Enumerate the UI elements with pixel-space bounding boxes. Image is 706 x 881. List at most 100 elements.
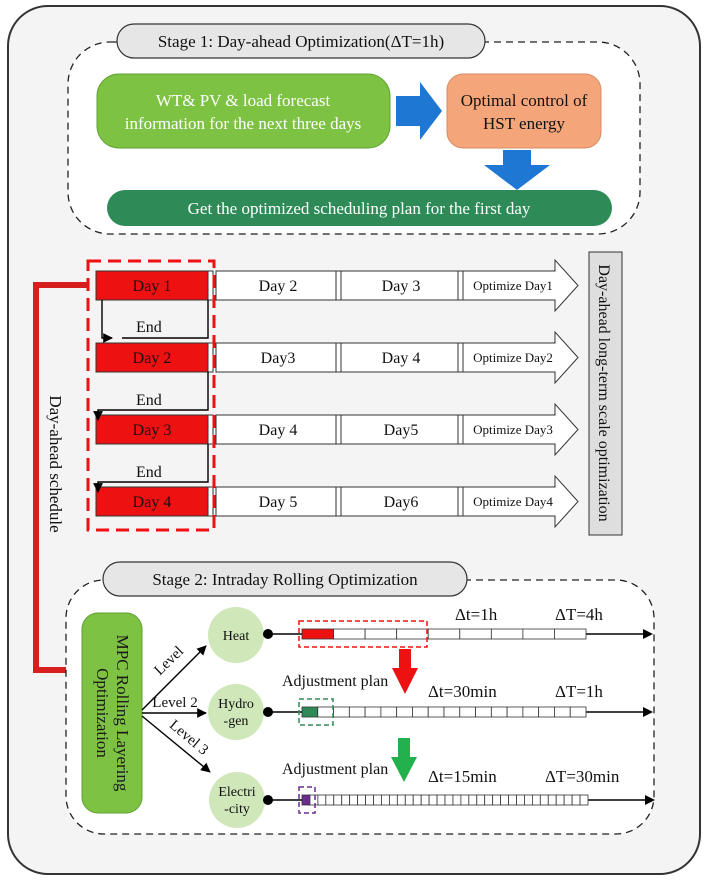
time-slot <box>522 706 540 718</box>
day-cell <box>339 342 463 373</box>
first-day-cell <box>95 342 209 373</box>
time-slot <box>317 706 334 718</box>
day-cell-label: Day 2 <box>259 278 298 295</box>
time-slot <box>531 794 541 806</box>
long-term-label-box <box>588 251 623 536</box>
mpc-line1: MPC Rolling Layering <box>113 635 132 792</box>
cell-separator <box>335 270 342 301</box>
time-slot <box>380 706 398 718</box>
level2-big-dt: ΔT=1h <box>555 682 603 701</box>
time-slot <box>522 628 555 640</box>
time-slot <box>459 628 492 640</box>
time-slot <box>468 794 478 806</box>
hydrogen-node <box>208 684 264 740</box>
end-label-2: End <box>136 392 162 409</box>
end-connectors <box>93 300 209 493</box>
red-down-arrow <box>392 649 418 694</box>
day-cell-label: Day 5 <box>259 494 298 511</box>
electricity-node-line2: -city <box>224 802 250 817</box>
time-slot <box>301 794 311 806</box>
time-slot <box>404 794 414 806</box>
current-window-box <box>298 698 334 726</box>
time-slot <box>460 794 470 806</box>
time-slot <box>373 794 382 806</box>
time-slot <box>396 794 406 806</box>
day-cell-label: Day 4 <box>133 494 172 511</box>
time-slot <box>325 794 335 806</box>
time-slot <box>475 706 492 718</box>
level3-small-dt: Δt=15min <box>428 767 497 786</box>
current-window-box <box>298 620 428 648</box>
optimize-arrow <box>462 402 579 457</box>
long-term-label: Day-ahead long-term scale optimization <box>595 264 612 521</box>
time-slot <box>452 794 462 806</box>
day-cell-label: Day 3 <box>382 278 421 295</box>
timeline-origin <box>263 707 273 717</box>
control-line2: HST energy <box>483 114 566 133</box>
cell-separator <box>457 486 464 517</box>
first-day-cell <box>95 270 209 301</box>
time-slot <box>547 794 557 806</box>
blue-down-arrow <box>484 150 550 190</box>
cell-separator <box>457 342 464 373</box>
cell-separator <box>335 486 342 517</box>
level3-big-dt: ΔT=30min <box>545 767 620 786</box>
day-cell-label: Day3 <box>261 350 296 367</box>
cell-separator <box>335 414 342 445</box>
time-slot <box>427 706 445 718</box>
time-slot <box>569 706 587 718</box>
time-slot <box>333 794 343 806</box>
timelines <box>263 620 655 814</box>
stage2-title-pill <box>102 561 468 597</box>
time-slot <box>579 794 589 806</box>
timeline-arrowhead <box>643 707 653 717</box>
green-down-arrow <box>391 738 417 782</box>
current-window-box <box>298 786 316 814</box>
time-slot <box>364 628 398 640</box>
forecast-line2: information for the next three days <box>125 114 362 133</box>
time-slot <box>563 794 573 806</box>
time-slot <box>364 706 382 718</box>
level1-big-dt: ΔT=4h <box>555 605 603 624</box>
time-slot <box>301 628 334 640</box>
day-ahead-schedule-arrow <box>33 282 88 673</box>
time-slot <box>554 706 571 718</box>
day-cell-label: Day 2 <box>133 350 172 367</box>
time-slot <box>301 706 319 718</box>
day-cell-label: Day6 <box>384 494 419 511</box>
time-slot <box>428 794 438 806</box>
day-cell <box>339 270 463 301</box>
time-slot <box>396 706 413 718</box>
optimize-arrow <box>462 330 579 385</box>
time-slot <box>508 794 517 806</box>
time-slot <box>524 794 533 806</box>
time-slot <box>443 706 461 718</box>
heat-node <box>208 607 264 663</box>
time-slot <box>349 794 359 806</box>
cell-separator <box>457 414 464 445</box>
time-slot <box>412 794 422 806</box>
time-slot <box>420 794 430 806</box>
optimize-label: Optimize Day2 <box>473 350 553 365</box>
end-label-1: End <box>136 319 162 336</box>
cell-separator <box>207 486 214 517</box>
mpc-line2: Optimization <box>93 668 112 758</box>
time-slot <box>396 628 429 640</box>
hydrogen-node-line2: -gen <box>224 714 249 729</box>
time-slot <box>459 706 476 718</box>
stage1-title: Stage 1: Day-ahead Optimization(ΔT=1h) <box>158 32 444 51</box>
day-cell <box>339 414 463 445</box>
time-slot <box>539 794 549 806</box>
day-ahead-selection-box <box>86 259 216 532</box>
level2-small-dt: Δt=30min <box>428 682 497 701</box>
timeline-origin <box>263 795 273 805</box>
optimize-label: Optimize Day3 <box>473 422 553 437</box>
time-slot <box>427 628 461 640</box>
day-ahead-schedule-label: Day-ahead schedule <box>46 395 65 532</box>
time-slot <box>317 794 327 806</box>
time-slot <box>490 706 508 718</box>
forecast-line1: WT& PV & load forecast <box>156 91 331 110</box>
